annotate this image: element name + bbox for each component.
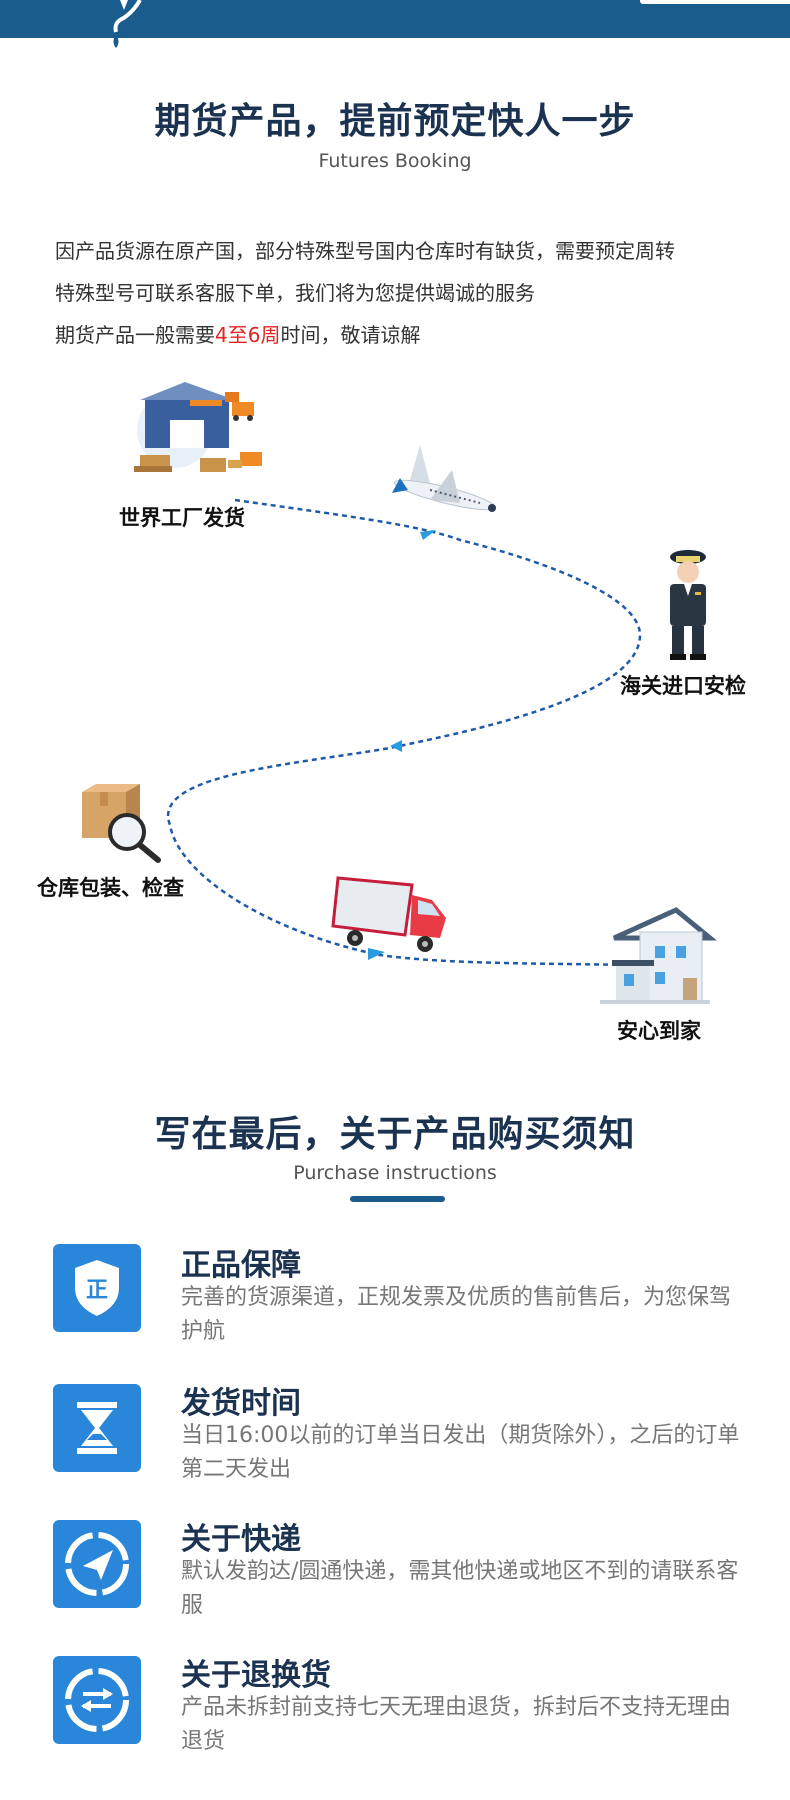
step-customs-label: 海关进口安检 [620,674,746,698]
purchase-title: 写在最后，关于产品购买须知 [154,1114,636,1155]
futures-title: 期货产品，提前预定快人一步 [154,101,636,142]
route-arrow-3-icon [368,948,385,960]
factory-icon [134,382,262,472]
airplane-icon [392,445,496,512]
futures-intro: 因产品货源在原产国，部分特殊型号国内仓库时有缺货，需要预定周转 特殊型号可联系客… [55,230,755,356]
item-title-courier: 关于快递 [181,1522,301,1557]
customs-officer-icon [670,550,706,660]
item-title-genuine: 正品保障 [181,1248,301,1283]
intro-line-1: 因产品货源在原产国，部分特殊型号国内仓库时有缺货，需要预定周转 [55,239,675,263]
shield-icon-text: 正 [86,1278,108,1303]
route-arrow-2-icon [390,740,402,752]
purchase-subtitle: Purchase instructions [293,1162,497,1184]
step-home-label: 安心到家 [617,1019,701,1043]
intro-line-3: 期货产品一般需要4至6周时间，敬请谅解 [55,323,421,347]
hook-decoration-icon [113,0,142,48]
title-underline-bar [350,1196,445,1202]
item-desc-courier: 默认发韵达/圆通快递，需其他快递或地区不到的请联系客服 [181,1559,739,1618]
step-warehouse-label: 仓库包装、检查 [37,876,184,900]
house-icon [600,907,717,1004]
item-desc-genuine: 完善的货源渠道，正规发票及优质的售前售后，为您保驾护航 [181,1285,732,1344]
exchange-icon [53,1656,141,1744]
item-desc-shipping-time: 当日16:00以前的订单当日发出（期货除外），之后的订单第二天发出 [181,1423,740,1482]
item-title-returns: 关于退换货 [181,1658,331,1693]
delivery-truck-icon [331,876,446,952]
step-factory-label: 世界工厂发货 [119,506,245,530]
futures-subtitle: Futures Booking [318,150,472,172]
intro-line-2: 特殊型号可联系客服下单，我们将为您提供竭诚的服务 [55,281,535,305]
paper-plane-icon [53,1520,141,1608]
item-title-shipping-time: 发货时间 [181,1386,301,1421]
package-inspection-icon [82,784,161,863]
route-dashed-line [166,498,642,967]
top-banner [0,0,790,38]
shipping-route [82,382,717,1004]
lead-time-highlight: 4至6周 [215,323,281,347]
shield-icon: 正 [53,1244,141,1332]
route-arrow-1-icon [420,530,436,540]
hourglass-icon [53,1384,141,1472]
item-desc-returns: 产品未拆封前支持七天无理由退货，拆封后不支持无理由退货 [181,1695,732,1754]
top-banner-tab [640,0,790,4]
